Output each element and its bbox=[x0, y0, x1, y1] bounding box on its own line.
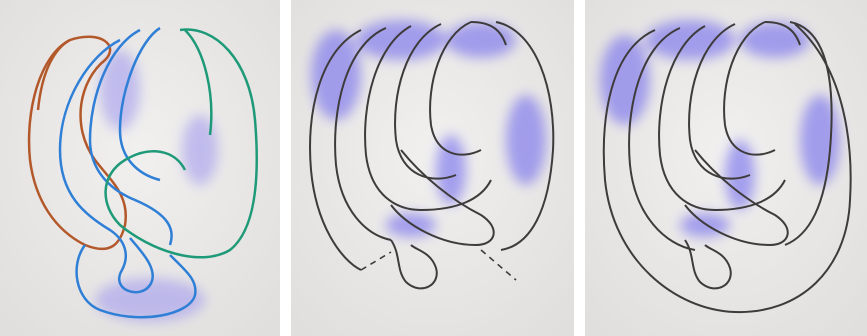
pencil-drawing-closed bbox=[585, 0, 867, 336]
pencil-drawing-with-dashed-cuts bbox=[291, 0, 574, 336]
colored-strand-drawing bbox=[0, 0, 280, 336]
